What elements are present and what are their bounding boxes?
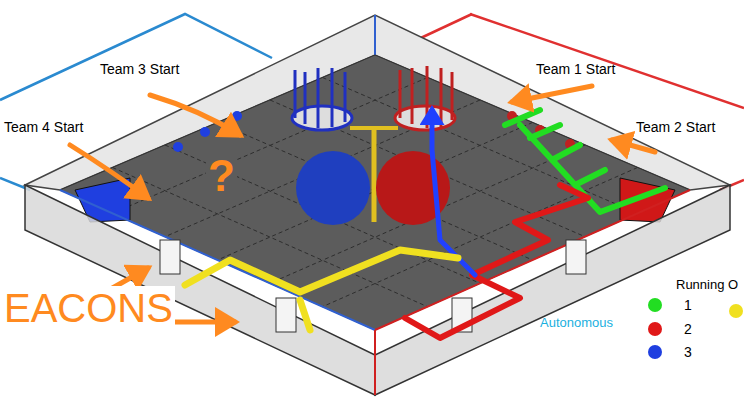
legend-swatch: [648, 345, 662, 359]
autonomous-label: Autonomous: [540, 316, 613, 330]
legend-row: 1: [648, 297, 692, 313]
legend-text: 1: [684, 297, 692, 313]
start-label: Team 2 Start: [636, 120, 715, 135]
legend-text: 3: [684, 344, 692, 360]
beacons-note: EACONS: [2, 286, 175, 330]
start-label: Team 4 Start: [4, 120, 83, 135]
start-label: Team 3 Start: [100, 62, 179, 77]
legend-row: 2: [648, 321, 692, 337]
legend-title: Running O: [676, 278, 738, 292]
legend-swatch: [648, 298, 662, 312]
start-label: Team 1 Start: [536, 62, 615, 77]
question-mark: ?: [206, 152, 237, 200]
legend-swatch: [648, 322, 662, 336]
legend-row: 3: [648, 344, 692, 360]
legend-text: 2: [684, 321, 692, 337]
